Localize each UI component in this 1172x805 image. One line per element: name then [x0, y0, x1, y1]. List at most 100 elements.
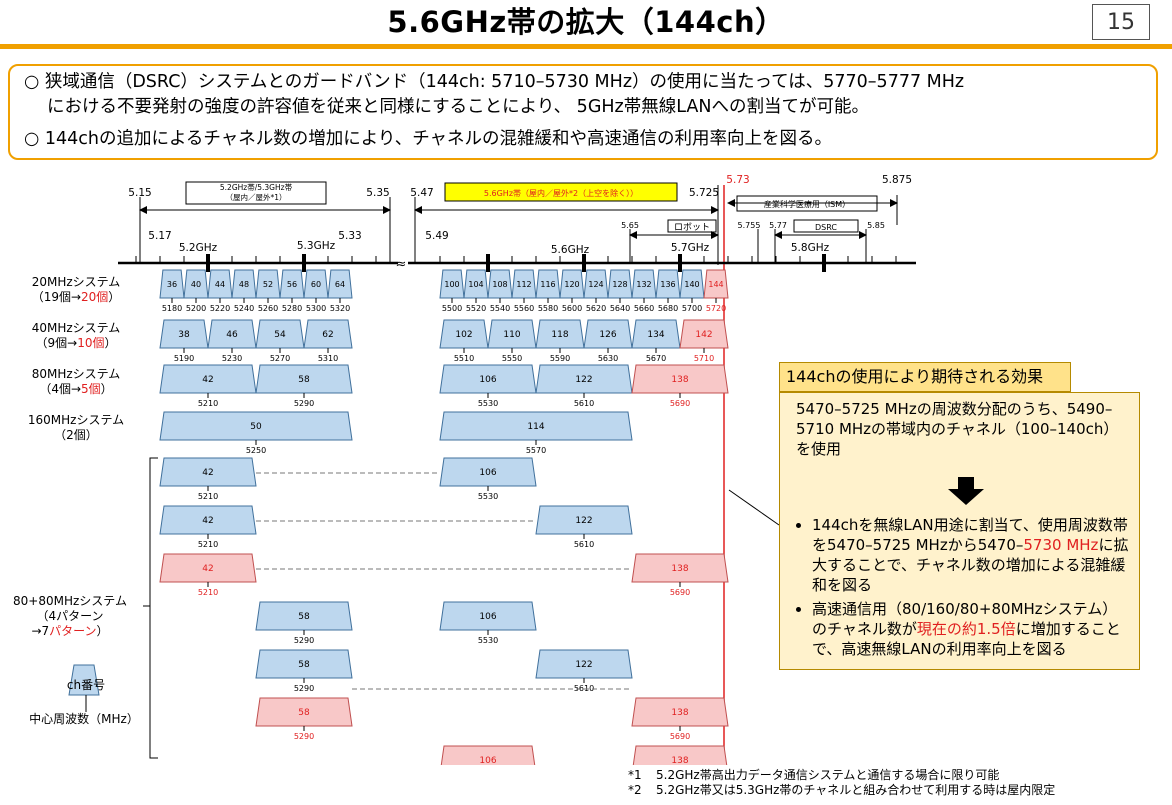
- pair6-ch138-ch: 138: [671, 756, 688, 765]
- pair4-ch122-ch: 122: [575, 660, 592, 670]
- ch20-44-freq: 5220: [210, 304, 230, 313]
- effect-box: 5470–5725 MHzの周波数分配のうち、5490–5710 MHzの帯域内…: [779, 392, 1140, 670]
- ch80-138-ch: 138: [671, 375, 688, 385]
- pair1-ch122-ch: 122: [575, 516, 592, 526]
- pair2-ch138: [631, 553, 729, 583]
- ch40-62-ch: 62: [322, 330, 333, 340]
- bracket-8080: [143, 457, 158, 759]
- ch20-108-ch: 108: [492, 280, 507, 289]
- axis-major-mark: [678, 254, 682, 272]
- band-52-53-line2: （屋内／屋外*1）: [225, 192, 286, 202]
- pair1-ch122-freq: 5610: [574, 540, 594, 549]
- ch40-46-ch: 46: [226, 330, 238, 340]
- ch40-126-ch: 126: [599, 330, 616, 340]
- axis-ticks: [135, 254, 897, 272]
- pair6-ch138: [632, 745, 728, 765]
- ch40-142-ch: 142: [695, 330, 712, 340]
- ghz-5-8: 5.8GHz: [791, 242, 830, 254]
- label-20mhz: 20MHzシステム: [32, 275, 121, 289]
- pair5-ch138-ch: 138: [671, 708, 688, 718]
- freq-5-35: 5.35: [366, 187, 389, 199]
- pair2-ch42-ch: 42: [202, 564, 213, 574]
- pair0-ch42: [159, 457, 257, 487]
- axis-major-mark: [822, 254, 826, 272]
- band-56-label: 5.6GHz帯（屋内／屋外*2（上空を除く））: [484, 188, 638, 198]
- ch20-100-freq: 5500: [442, 304, 462, 313]
- ch20-64-freq: 5320: [330, 304, 350, 313]
- ch20-140-ch: 140: [684, 280, 699, 289]
- pair2-ch42-freq: 5210: [198, 588, 218, 597]
- label-160mhz-count: （2個）: [54, 428, 98, 442]
- ch40-134-freq: 5670: [646, 354, 666, 363]
- ch40-110-ch: 110: [503, 330, 520, 340]
- label-80mhz: 80MHzシステム: [32, 367, 121, 381]
- pair2-ch42: [159, 553, 257, 583]
- ch80-138: [631, 364, 729, 394]
- ch40-62: [303, 319, 353, 349]
- pair2-ch138-freq: 5690: [670, 588, 690, 597]
- ch20-56-freq: 5280: [282, 304, 302, 313]
- ch20-64-ch: 64: [335, 280, 345, 289]
- pair0-ch106: [439, 457, 537, 487]
- ch20-120-freq: 5600: [562, 304, 582, 313]
- ch20-128-freq: 5640: [610, 304, 630, 313]
- pair3-ch58: [255, 601, 353, 631]
- ch20-132-ch: 132: [636, 280, 651, 289]
- robot-label: ロボット: [674, 222, 710, 233]
- ch160-50: [159, 411, 353, 441]
- callout-connector: [728, 489, 780, 526]
- effect-bullet-2: 高速通信用（80/160/80+80MHzシステム）のチャネル数が現在の約1.5…: [812, 599, 1131, 659]
- intro-box: ○ 狭域通信（DSRC）システムとのガードバンド（144ch: 5710–573…: [8, 64, 1158, 160]
- ch40-62-freq: 5310: [318, 354, 338, 363]
- ch40-46-freq: 5230: [222, 354, 242, 363]
- ch80-122-ch: 122: [575, 375, 592, 385]
- ch40-102-freq: 5510: [454, 354, 474, 363]
- label-80mhz-count: （4個→5個）: [39, 382, 112, 396]
- ch20-44-ch: 44: [215, 280, 225, 289]
- pair5-ch58-ch: 58: [298, 708, 310, 718]
- ch20-36-freq: 5180: [162, 304, 182, 313]
- freq-5-33: 5.33: [338, 230, 361, 242]
- pair0-ch42-freq: 5210: [198, 492, 218, 501]
- intro-bullet-1a: ○ 狭域通信（DSRC）システムとのガードバンド（144ch: 5710–573…: [24, 72, 965, 92]
- ch20-56-ch: 56: [287, 280, 297, 289]
- pair3-ch58-freq: 5290: [294, 636, 314, 645]
- ism-label: 産業科学医療用（ISM）: [764, 199, 850, 209]
- ch20-60-freq: 5300: [306, 304, 326, 313]
- ch20-140-freq: 5700: [682, 304, 702, 313]
- ch20-52-ch: 52: [263, 280, 273, 289]
- pair-links: [256, 472, 632, 690]
- pair1-ch42-ch: 42: [202, 516, 213, 526]
- freq-5-65: 5.65: [621, 221, 639, 230]
- ch160-114-freq: 5570: [526, 446, 546, 455]
- axis-major-mark: [302, 254, 306, 272]
- pair1-ch42: [159, 505, 257, 535]
- ch20-124-ch: 124: [588, 280, 603, 289]
- ch40-38-ch: 38: [178, 330, 190, 340]
- ch80-58-ch: 58: [298, 375, 310, 385]
- ch20-60-ch: 60: [311, 280, 321, 289]
- ch20-136-freq: 5680: [658, 304, 678, 313]
- ch20-132-freq: 5660: [634, 304, 654, 313]
- freq-5-49: 5.49: [425, 230, 448, 242]
- page-title: 5.6GHz帯の拡大（144ch）: [387, 5, 785, 39]
- freq-5-15: 5.15: [128, 187, 151, 199]
- ch20-144: [703, 269, 729, 299]
- pair3-ch106-freq: 5530: [478, 636, 498, 645]
- ch80-58: [255, 364, 353, 394]
- channel-blocks: 3651804052004452204852405252605652806053…: [159, 269, 729, 765]
- down-arrow-icon: [948, 477, 984, 505]
- ghz-5-2: 5.2GHz: [179, 242, 218, 254]
- band-52-53-line1: 5.2GHz帯/5.3GHz帯: [220, 182, 293, 192]
- ch40-118-ch: 118: [551, 330, 568, 340]
- ch40-118-freq: 5590: [550, 354, 570, 363]
- ch80-106-freq: 5530: [478, 399, 498, 408]
- pair5-ch138-freq: 5690: [670, 732, 690, 741]
- ch20-144-ch: 144: [708, 280, 723, 289]
- pair1-ch42-freq: 5210: [198, 540, 218, 549]
- ch20-64: [327, 269, 353, 299]
- label-20mhz-count: （19個→20個）: [32, 290, 121, 304]
- legend-ch: ch番号: [67, 678, 105, 692]
- ch160-114: [439, 411, 633, 441]
